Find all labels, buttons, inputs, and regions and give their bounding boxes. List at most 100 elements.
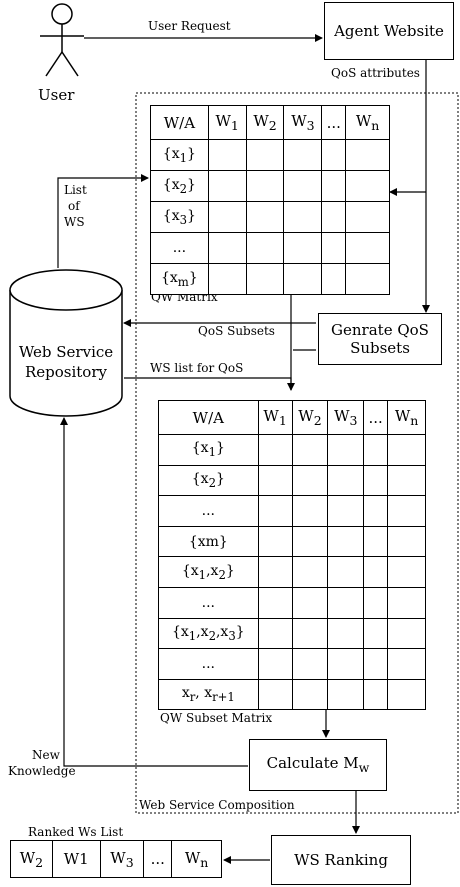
qw-subset-row: {x1,x2,x3} [158,617,426,650]
qw-subset-cell [257,434,293,466]
qw-matrix-cell [345,170,390,202]
qw-matrix-col-header: Wn [345,105,390,140]
qw-subset-col-sub: 3 [349,413,358,428]
qw-subset-cell [291,678,329,711]
qw-subset-row-text: ,x [196,623,209,640]
qw-matrix-row-post: } [188,269,198,286]
qw-subset-col-sub: n [410,413,419,428]
qw-subset-row-text: ,x [215,623,229,640]
qw-subset-cell [257,556,293,588]
qw-matrix-cell [321,170,347,202]
qw-matrix-row-sub: 3 [179,212,188,227]
qw-matrix-col-header: ... [321,105,347,140]
qw-matrix-col-base: W [253,112,269,130]
qw-matrix-row-label: {xm} [150,263,209,295]
qw-subset-row: ... [158,648,426,680]
qw-subset-matrix-label: QW Subset Matrix [160,711,273,725]
qw-subset-row-sub: 2 [218,567,226,582]
qw-subset-row-sub: r+1 [212,689,235,704]
qw-matrix-row: {x1} [150,139,390,171]
qw-subset-cell [363,648,389,680]
qw-subset-row-label: {xm} [158,525,259,558]
qw-matrix-col-base: W [291,112,307,130]
generate-line-1: Genrate QoS [331,321,429,339]
list-of-ws-label-3: WS [64,215,85,229]
qw-subset-cell [327,495,365,527]
agent-website-label: Agent Website [334,22,444,40]
qw-subset-cell [291,617,329,650]
qw-matrix-row: {x3} [150,201,390,233]
qw-matrix-row-pre: {x [162,207,180,224]
qw-subset-cell [363,586,389,619]
qw-subset-cell [257,464,293,497]
qw-subset-col-base: W [298,407,314,425]
qw-subset-cell [387,617,426,650]
qw-subset-cell [387,648,426,680]
qw-subset-row: ... [158,586,426,619]
qw-matrix-row-pre: ... [172,240,187,256]
calculate-mw-sub: w [358,759,370,775]
qw-subset-cell [363,556,389,588]
qw-subset-cell [257,617,293,650]
qw-subset-row-text: {x [171,623,189,640]
qw-matrix-cell [207,232,247,264]
qw-matrix-col-header: W1 [207,105,247,140]
qw-subset-row: {x1} [158,434,426,466]
qw-subset-row-label: {x1,x2} [158,556,259,588]
generate-qos-subsets-box: Genrate QoS Subsets [318,313,442,365]
repository-cylinder [9,269,123,417]
qw-subset-row-sub: r [189,689,196,704]
ranked-ws-sub: 3 [125,854,134,870]
qw-subset-row-label: ... [158,648,259,680]
repository-label: Web Service Repository [10,342,122,382]
list-of-ws-arrow [57,174,149,268]
qw-subset-row-text: } [215,440,225,457]
qw-matrix-col-header: W2 [245,105,285,140]
qw-subset-cell [291,525,329,558]
qw-matrix-row: ... [150,232,390,264]
qw-matrix-cell [345,201,390,233]
ws-list-for-qos-label: WS list for QoS [150,361,244,375]
qw-subset-col-base: W [394,407,411,425]
qw-matrix-cell [283,170,323,202]
list-of-ws-label-1: List [64,183,87,197]
qw-subset-row-label: {x2} [158,464,259,497]
qw-subset-cell [291,464,329,497]
repository-line-2: Repository [24,363,107,381]
qw-matrix-cell [321,263,347,295]
qw-subset-col-sub: 1 [278,413,287,428]
qw-matrix-row: {x2} [150,170,390,202]
qw-subset-row-text: ,x [206,562,219,579]
qw-subset-cell [291,495,329,527]
qw-subset-row-sub: 1 [198,567,207,582]
qw-subset-row-label: {x1} [158,434,259,466]
qw-matrix-cell [245,170,285,202]
qw-subset-col-header: Wn [387,400,426,435]
qw-matrix-cell [283,139,323,171]
qw-subset-row: ... [158,495,426,527]
new-knowledge-arrow [60,417,248,767]
user-request-label: User Request [148,19,231,33]
qw-matrix-row-sub: 2 [179,181,188,196]
qw-subset-cell [387,495,426,527]
qw-matrix-row-pre: {x [160,269,178,286]
qw-subset-row-sub: 1 [188,628,197,643]
qw-subset-cell [291,556,329,588]
ranked-ws-base: ... [150,850,165,868]
qw-matrix-col-header: W3 [283,105,323,140]
qw-subset-cell [291,648,329,680]
qw-subset-row-label: ... [158,495,259,527]
qw-matrix-cell [321,139,347,171]
qw-matrix-cell [245,263,285,295]
qw-subset-row: {x2} [158,464,426,497]
qw-subset-row-sub: 3 [228,628,236,643]
qw-subset-cell [327,648,365,680]
qw-subset-cell [387,525,426,558]
qw-subset-cell [387,586,426,619]
ws-list-for-qos-arrow [124,377,292,390]
qw-subset-cell [363,434,389,466]
